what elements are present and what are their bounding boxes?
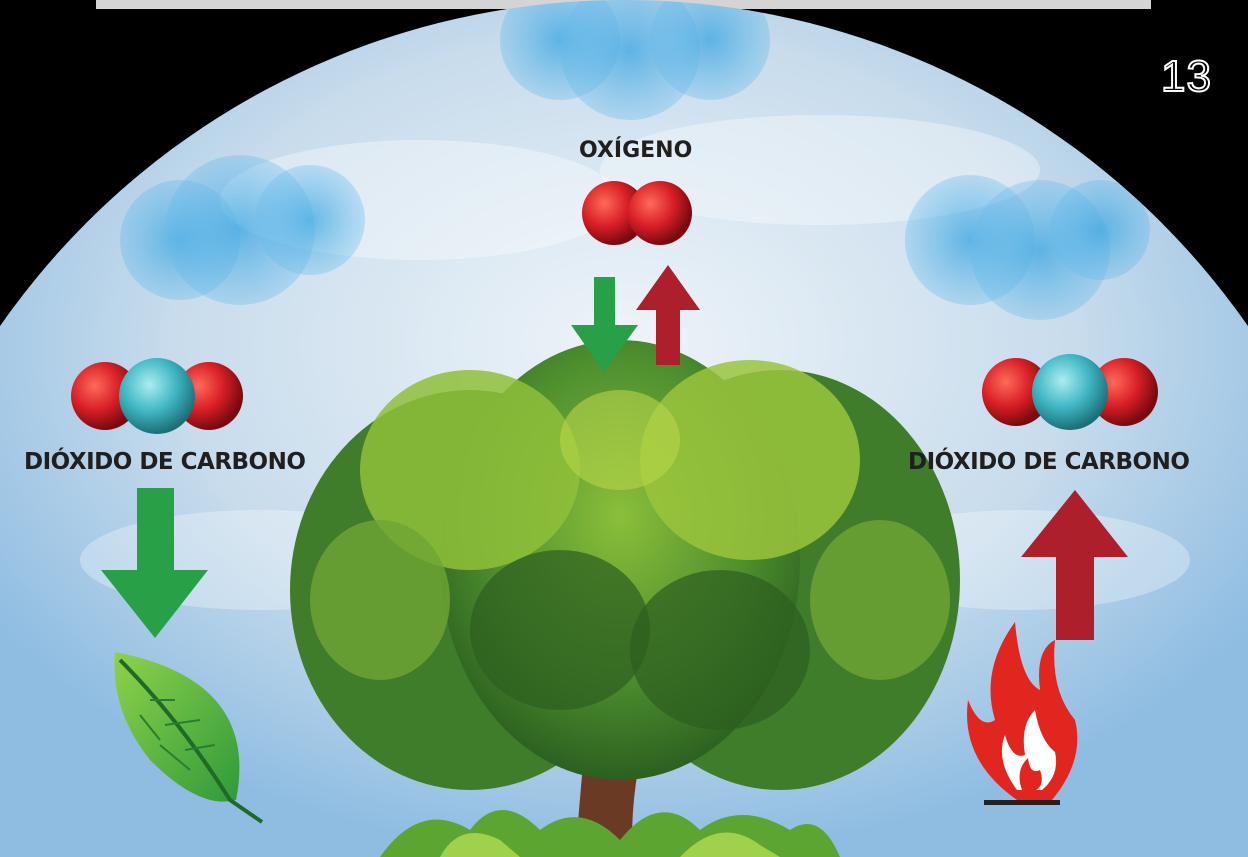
co2-molecule-right <box>982 354 1158 430</box>
oxygen-label: OXÍGENO <box>579 138 692 163</box>
co2-label-right: DIÓXIDO DE CARBONO <box>908 449 1189 475</box>
co2-label-left: DIÓXIDO DE CARBONO <box>24 449 305 475</box>
co2-molecule-left <box>71 358 243 434</box>
page-number: 13 <box>1152 52 1212 102</box>
tree-canopy <box>290 340 960 790</box>
